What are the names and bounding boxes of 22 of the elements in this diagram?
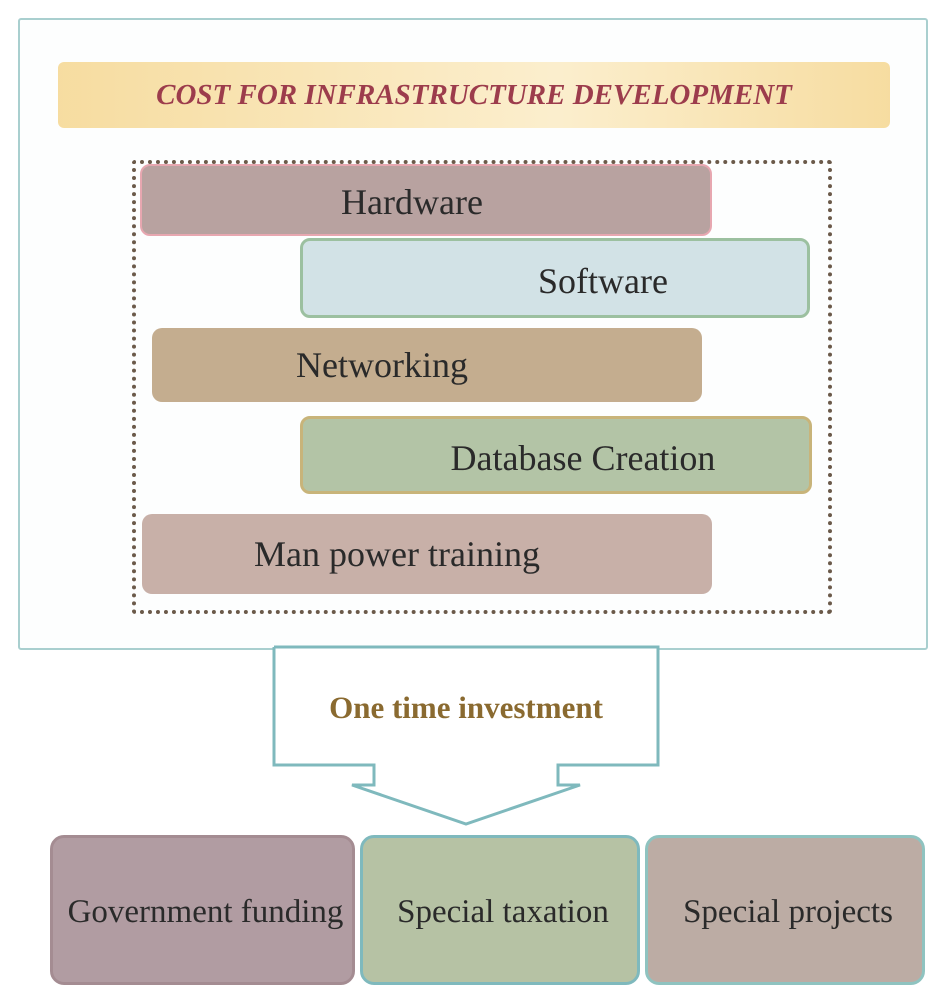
cost-bar	[142, 514, 712, 594]
bar-label: Software	[537, 260, 669, 302]
funding-box	[360, 835, 640, 985]
funding-box	[50, 835, 355, 985]
callout-text: One time investment	[328, 688, 604, 727]
cost-bar	[300, 238, 810, 318]
bar-label: Database Creation	[450, 436, 716, 480]
title-text: COST FOR INFRASTRUCTURE DEVELOPMENT	[155, 78, 794, 113]
title-banner	[58, 62, 890, 128]
bar-label: Man power training	[253, 532, 541, 576]
cost-bar	[140, 164, 712, 236]
box-label: Special taxation	[396, 893, 610, 932]
box-label: Special projects	[682, 893, 894, 932]
frame-panel	[18, 18, 928, 650]
funding-box	[645, 835, 925, 985]
box-label: Government funding	[66, 893, 344, 932]
bar-label: Hardware	[340, 180, 484, 224]
callout-arrow	[272, 645, 660, 827]
cost-bar	[300, 416, 812, 494]
cost-bar	[152, 328, 702, 402]
bar-label: Networking	[295, 344, 469, 387]
dotted-frame	[132, 160, 832, 614]
